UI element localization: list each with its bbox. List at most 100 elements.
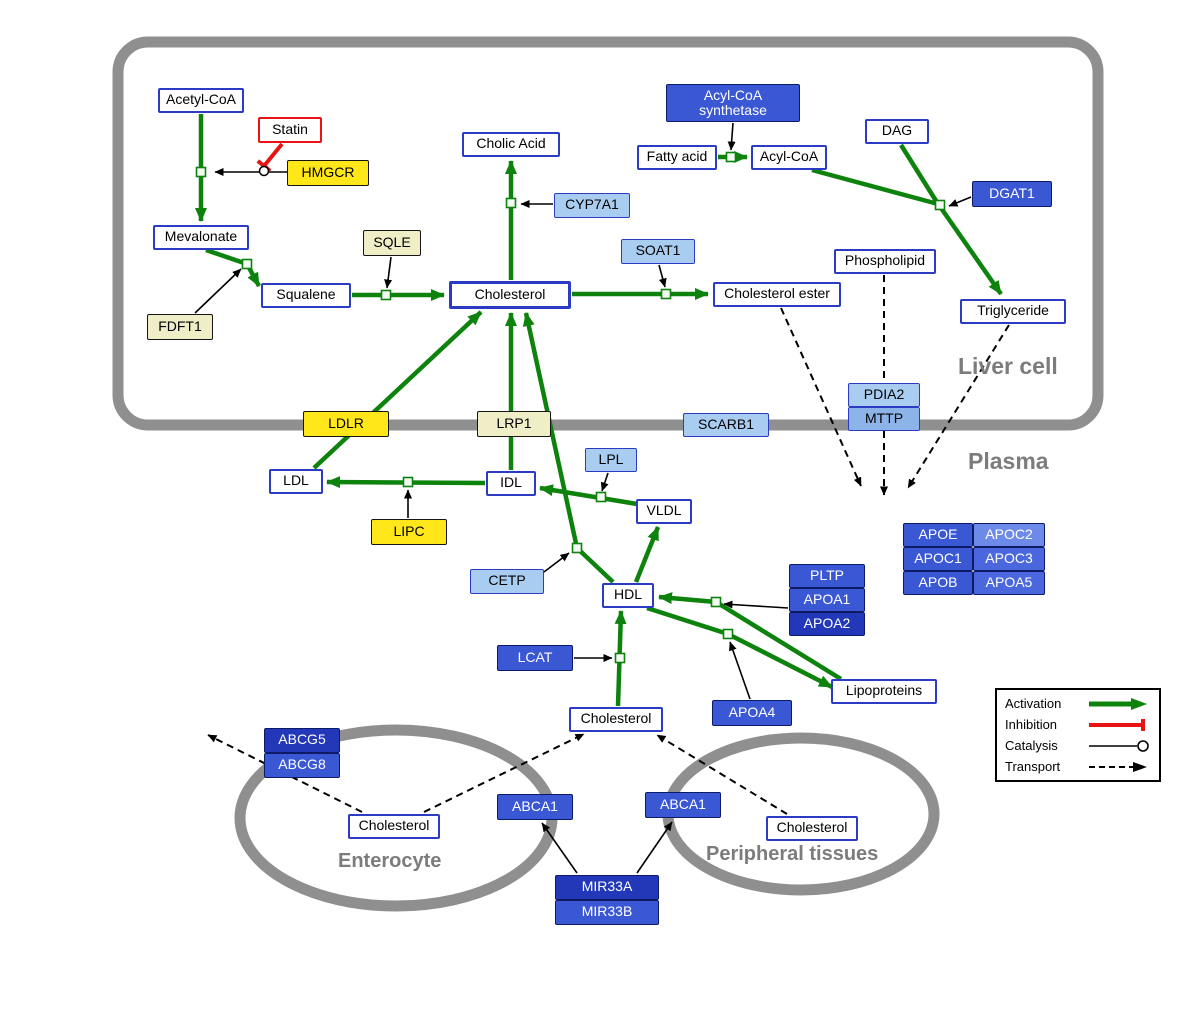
node-soat1[interactable]: SOAT1 bbox=[621, 238, 695, 264]
reaction-node bbox=[660, 288, 672, 300]
catalysis-port bbox=[258, 165, 270, 177]
edge-transport-37 bbox=[423, 733, 585, 813]
node-sqle[interactable]: SQLE bbox=[363, 230, 421, 256]
edge-activation-14 bbox=[633, 526, 661, 583]
node-vldl[interactable]: VLDL bbox=[636, 498, 692, 524]
activation-arrow-icon bbox=[1089, 697, 1147, 710]
node-cholesterol-liver[interactable]: Cholesterol bbox=[449, 281, 571, 309]
edge-regulation-32 bbox=[636, 821, 673, 874]
edge-activation-13 bbox=[539, 484, 638, 507]
edge-catalysis-19 bbox=[194, 268, 242, 314]
node-lrp1[interactable]: LRP1 bbox=[477, 411, 551, 437]
node-mevalonate[interactable]: Mevalonate bbox=[153, 224, 249, 250]
reaction-node bbox=[614, 652, 626, 664]
node-cyp7a1[interactable]: CYP7A1 bbox=[554, 192, 630, 218]
legend-activation-label: Activation bbox=[1005, 696, 1062, 711]
node-lipoproteins[interactable]: Lipoproteins bbox=[831, 678, 937, 704]
edge-catalysis-24 bbox=[948, 196, 972, 207]
node-lipc[interactable]: LIPC bbox=[371, 519, 447, 545]
node-hmgcr[interactable]: HMGCR bbox=[287, 160, 369, 186]
reaction-node bbox=[571, 542, 583, 554]
edge-activation-7 bbox=[899, 143, 940, 206]
node-idl[interactable]: IDL bbox=[486, 470, 536, 496]
edge-catalysis-29 bbox=[723, 600, 789, 609]
node-cetp[interactable]: CETP bbox=[470, 568, 544, 594]
edge-catalysis-20 bbox=[384, 256, 393, 289]
legend-row-transport: Transport bbox=[997, 756, 1159, 777]
node-statin[interactable]: Statin bbox=[258, 117, 322, 143]
node-acyl-coa-synthetase[interactable]: Acyl-CoA synthetase bbox=[666, 84, 800, 122]
legend: Activation Inhibition Catalysis Transpor… bbox=[995, 688, 1161, 782]
node-cholesterol-per[interactable]: Cholesterol bbox=[766, 815, 858, 841]
node-dag[interactable]: DAG bbox=[865, 118, 929, 144]
node-apoc1[interactable]: APOC1 bbox=[903, 547, 973, 571]
enterocyte-label: Enterocyte bbox=[338, 850, 442, 872]
node-apoa4[interactable]: APOA4 bbox=[712, 700, 792, 726]
node-abcg8[interactable]: ABCG8 bbox=[264, 752, 340, 778]
reaction-node bbox=[241, 258, 253, 270]
edge-activation-8 bbox=[939, 206, 1003, 296]
edge-activation-6 bbox=[811, 167, 939, 207]
node-apoc2[interactable]: APOC2 bbox=[973, 523, 1045, 547]
node-cholic-acid[interactable]: Cholic Acid bbox=[462, 131, 560, 157]
node-dgat1[interactable]: DGAT1 bbox=[972, 181, 1052, 207]
node-apoe[interactable]: APOE bbox=[903, 523, 973, 547]
catalysis-circle-icon bbox=[1089, 739, 1149, 752]
edge-regulation-31 bbox=[541, 822, 578, 874]
legend-inhibition-label: Inhibition bbox=[1005, 717, 1058, 732]
node-scarb1[interactable]: SCARB1 bbox=[683, 413, 769, 437]
reaction-node bbox=[934, 199, 946, 211]
reaction-node bbox=[725, 151, 737, 163]
reaction-node bbox=[380, 289, 392, 301]
node-acetyl-coa[interactable]: Acetyl-CoA bbox=[158, 87, 244, 113]
edge-transport-34 bbox=[780, 307, 862, 487]
legend-row-activation: Activation bbox=[997, 693, 1159, 714]
legend-row-catalysis: Catalysis bbox=[997, 735, 1159, 756]
liver-cell-label: Liver cell bbox=[958, 353, 1058, 379]
node-triglyceride[interactable]: Triglyceride bbox=[960, 298, 1066, 324]
plasma-label: Plasma bbox=[968, 448, 1049, 474]
reaction-node bbox=[402, 476, 414, 488]
node-pltp[interactable]: PLTP bbox=[789, 564, 865, 588]
transport-arrow-icon bbox=[1089, 761, 1147, 772]
reaction-node bbox=[710, 596, 722, 608]
node-ldlr[interactable]: LDLR bbox=[303, 411, 389, 437]
node-abca1-per[interactable]: ABCA1 bbox=[645, 792, 721, 818]
node-cholesterol-hdl[interactable]: Cholesterol bbox=[569, 706, 663, 732]
node-apoc3[interactable]: APOC3 bbox=[973, 547, 1045, 571]
node-apoa2[interactable]: APOA2 bbox=[789, 612, 865, 636]
reaction-node bbox=[505, 197, 517, 209]
node-squalene[interactable]: Squalene bbox=[261, 282, 351, 308]
edge-catalysis-27 bbox=[543, 552, 570, 573]
node-ldl[interactable]: LDL bbox=[269, 468, 323, 494]
node-apoa1[interactable]: APOA1 bbox=[789, 588, 865, 612]
node-lcat[interactable]: LCAT bbox=[497, 645, 573, 671]
node-mttp[interactable]: MTTP bbox=[848, 407, 920, 431]
node-apoa5[interactable]: APOA5 bbox=[973, 571, 1045, 595]
edge-catalysis-30 bbox=[729, 641, 751, 700]
edge-catalysis-26 bbox=[600, 472, 609, 492]
node-pdia2[interactable]: PDIA2 bbox=[848, 383, 920, 407]
node-cholesterol-ester[interactable]: Cholesterol ester bbox=[713, 281, 841, 307]
legend-row-inhibition: Inhibition bbox=[997, 714, 1159, 735]
node-fatty-acid[interactable]: Fatty acid bbox=[637, 144, 717, 170]
node-acyl-coa[interactable]: Acyl-CoA bbox=[751, 144, 827, 170]
edge-transport-38 bbox=[656, 734, 788, 815]
liver-cell-membrane bbox=[112, 36, 1104, 431]
node-fdft1[interactable]: FDFT1 bbox=[147, 314, 213, 340]
node-hdl[interactable]: HDL bbox=[602, 582, 654, 608]
edge-catalysis-22 bbox=[658, 264, 667, 288]
reaction-node bbox=[195, 166, 207, 178]
node-abca1-ent[interactable]: ABCA1 bbox=[497, 794, 573, 820]
reaction-node bbox=[595, 491, 607, 503]
node-cholesterol-ent[interactable]: Cholesterol bbox=[348, 813, 440, 839]
node-abcg5[interactable]: ABCG5 bbox=[264, 727, 340, 753]
node-mir33b[interactable]: MIR33B bbox=[555, 899, 659, 925]
node-mir33a[interactable]: MIR33A bbox=[555, 874, 659, 900]
node-apob[interactable]: APOB bbox=[903, 571, 973, 595]
node-phospholipid[interactable]: Phospholipid bbox=[834, 248, 936, 274]
node-lpl[interactable]: LPL bbox=[585, 448, 637, 472]
